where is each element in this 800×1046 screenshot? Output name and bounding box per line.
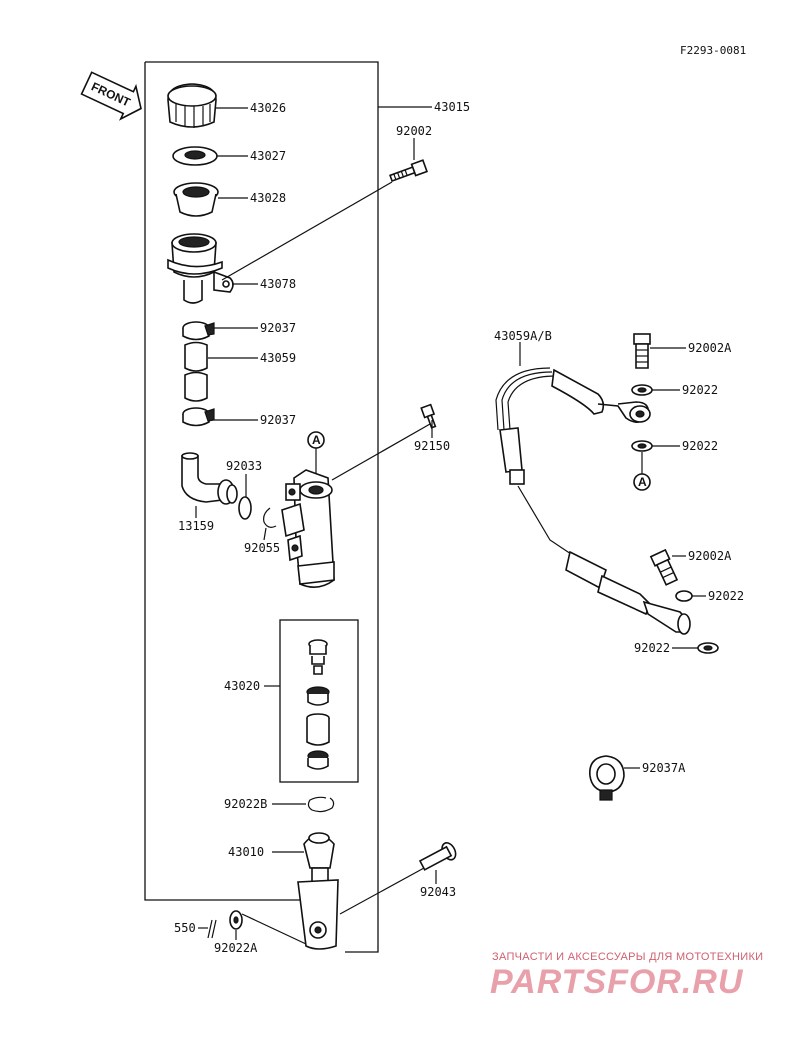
label-43059: 43059 [260, 351, 296, 365]
clevis-pin [418, 842, 457, 871]
piston-kit-box [279, 619, 359, 783]
label-92055: 92055 [244, 541, 280, 555]
label-92022-1: 92022 [682, 383, 718, 397]
hose-clamp-right [589, 755, 625, 801]
diagram-code: F2293-0081 [680, 44, 747, 57]
master-cylinder-body [281, 469, 335, 588]
elbow-fitting [181, 452, 238, 505]
piston-circlip [307, 796, 335, 813]
o-ring [238, 496, 252, 520]
label-43026: 43026 [250, 101, 286, 115]
label-92022-3: 92022 [708, 589, 744, 603]
label-92043: 92043 [420, 885, 456, 899]
marker-a-upper: A [307, 431, 325, 449]
label-550: 550 [174, 921, 196, 935]
cotter-pin [207, 919, 217, 939]
label-92037-lower: 92037 [260, 413, 296, 427]
diaphragm-plate [172, 146, 218, 166]
secondary-cup [307, 750, 329, 770]
label-92002: 92002 [396, 124, 432, 138]
svg-text:A: A [312, 433, 321, 447]
banjo-bolt-upper [633, 333, 651, 369]
circlip [263, 507, 277, 528]
label-13159: 13159 [178, 519, 214, 533]
label-92022-4: 92022 [634, 641, 670, 655]
label-43028: 43028 [250, 191, 286, 205]
piston-spring [308, 639, 328, 675]
label-92022-2: 92022 [682, 439, 718, 453]
diaphragm [173, 182, 219, 217]
label-43020: 43020 [224, 679, 260, 693]
label-92002A-lower: 92002A [688, 549, 732, 563]
reservoir-hose [184, 341, 208, 402]
label-92037A: 92037A [642, 761, 686, 775]
label-43027: 43027 [250, 149, 286, 163]
cylinder-bolt [420, 403, 437, 429]
label-43010: 43010 [228, 845, 264, 859]
brake-hose [495, 367, 691, 635]
washer-3 [675, 590, 693, 602]
front-arrow-icon: FRONT [80, 71, 142, 121]
watermark-logo: PARTSFOR.RU [490, 963, 744, 1001]
label-43015: 43015 [434, 100, 470, 114]
hose-clamp-upper [182, 321, 215, 341]
label-92022A: 92022A [214, 941, 258, 955]
label-92150: 92150 [414, 439, 450, 453]
reservoir-bolt [389, 159, 428, 183]
marker-a-lower: A [633, 473, 651, 491]
label-92002A-upper: 92002A [688, 341, 732, 355]
label-43078: 43078 [260, 277, 296, 291]
assembly-frame [144, 61, 379, 953]
label-92022B: 92022B [224, 797, 267, 811]
label-92033: 92033 [226, 459, 262, 473]
hose-clamp-lower [182, 407, 215, 427]
label-92037-upper: 92037 [260, 321, 296, 335]
svg-text:A: A [638, 475, 647, 489]
banjo-bolt-lower [649, 548, 679, 586]
reservoir-tank [167, 233, 234, 304]
label-43059AB: 43059A/B [494, 329, 552, 343]
reservoir-cap [167, 83, 217, 128]
watermark-tagline: ЗАПЧАСТИ И АКСЕССУАРЫ ДЛЯ МОТОТЕХНИКИ [492, 951, 764, 963]
push-rod [297, 832, 339, 950]
piston [306, 713, 330, 746]
piston-cup [306, 686, 330, 706]
